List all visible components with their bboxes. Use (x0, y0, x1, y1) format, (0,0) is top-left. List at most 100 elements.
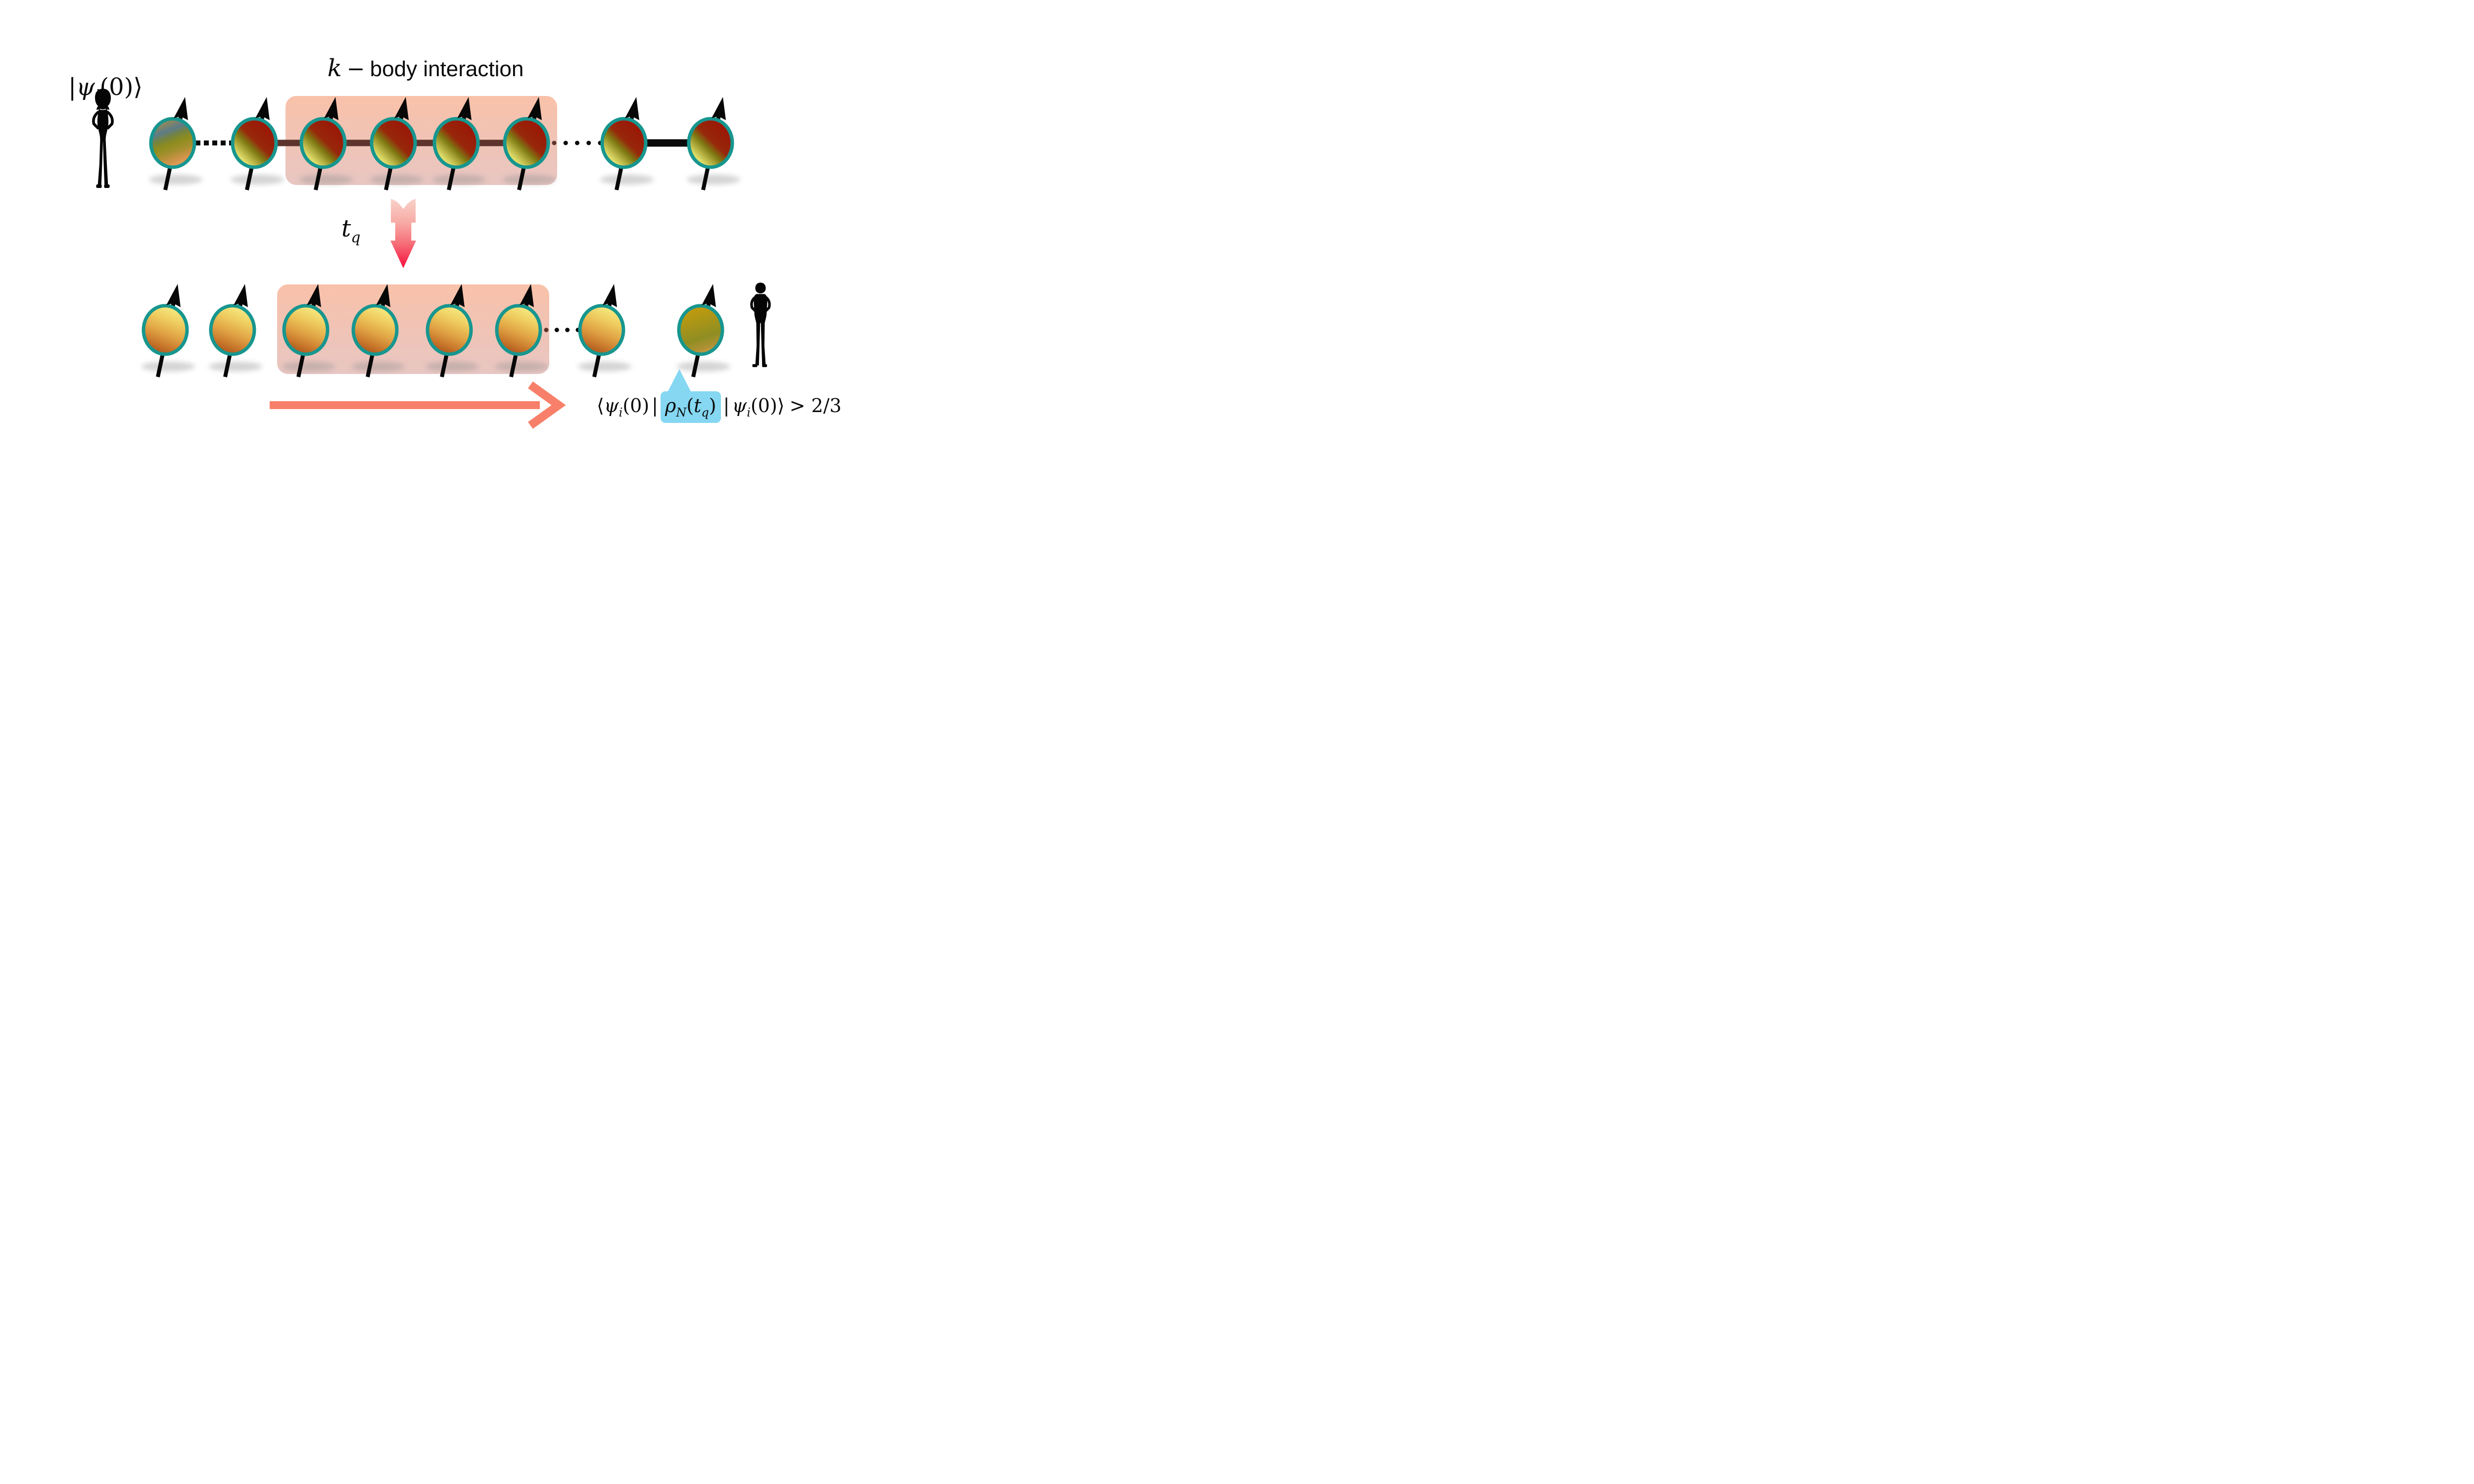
spin-shadow (351, 362, 405, 371)
spin-sphere (495, 304, 542, 356)
top-spin-chain (0, 0, 880, 495)
spin-arrow-head (625, 97, 639, 120)
spin-std (687, 97, 740, 190)
spin-shadow (142, 362, 195, 371)
formula-relation: > 2/3 (789, 395, 842, 417)
spin-warm (142, 284, 195, 377)
spin-sphere (426, 304, 473, 356)
spin-final (677, 284, 730, 377)
spin-sphere (600, 117, 648, 169)
spin-arrow-head (520, 284, 534, 307)
spin-std (600, 97, 654, 190)
ket-bar: | (68, 73, 77, 101)
spin-std (503, 97, 556, 190)
chain-link (552, 140, 557, 145)
spin-arrow-head (324, 97, 338, 120)
formula-psi-left: ψ (604, 395, 619, 417)
ket-close: ⟩ (777, 395, 785, 417)
formula-bar-right: | (723, 395, 730, 417)
chain-link (575, 140, 579, 145)
formula-psi-right: ψ (732, 395, 747, 417)
chain-link (565, 327, 570, 332)
spin-shadow (299, 175, 353, 185)
k-body-interaction-label: k−body interaction (302, 54, 549, 82)
ket-close: ⟩ (133, 73, 143, 101)
spin-shadow (600, 175, 654, 185)
spin-arrow-head (394, 97, 409, 120)
formula-bar-left: | (652, 395, 658, 417)
formula-psi-left-sub: i (618, 406, 623, 419)
spin-shadow (231, 175, 284, 185)
spin-sphere (432, 117, 480, 169)
spin-shadow (495, 362, 548, 371)
spin-arrow-head (702, 284, 716, 307)
spin-shadow (370, 175, 423, 185)
spin-shadow (209, 362, 262, 371)
measured-state-highlight: ρN(tq) (660, 369, 721, 423)
spin-warm (495, 284, 548, 377)
spin-arrow-head (527, 97, 542, 120)
spin-arrow-head (603, 284, 617, 307)
spin-arrow-head (457, 97, 472, 120)
spin-arrow-head (174, 97, 188, 120)
spin-std (370, 97, 423, 190)
rho-paren-open: ( (686, 395, 694, 417)
spin-sphere (677, 304, 724, 356)
rho-paren-close: ) (709, 395, 716, 417)
rho-symbol: ρ (665, 395, 676, 417)
spin-warm (282, 284, 335, 377)
tq-t: t (341, 215, 351, 242)
spin-sphere (209, 304, 256, 356)
spin-std (299, 97, 353, 190)
tq-sub: q (351, 229, 361, 246)
rho-time: t (694, 395, 702, 417)
psi-symbol: ψ (76, 73, 95, 101)
chain-link (563, 140, 568, 145)
spin-initial (149, 97, 202, 190)
spin-warm (351, 284, 405, 377)
spin-warm (578, 284, 631, 377)
spin-warm (209, 284, 262, 377)
minus-sign: − (346, 56, 365, 82)
spin-shadow (503, 175, 556, 185)
rho-time-sub: q (701, 406, 709, 419)
spin-sphere (687, 117, 734, 169)
quench-arrow-icon (390, 199, 416, 269)
woman-silhouette (92, 89, 114, 188)
spin-sphere (351, 304, 399, 356)
formula-psi-right-sub: i (747, 406, 751, 419)
spin-sphere (149, 117, 196, 169)
spin-arrow-head (450, 284, 465, 307)
chain-link (554, 327, 559, 332)
spin-shadow (149, 175, 202, 185)
spin-shadow (432, 175, 486, 185)
spin-sphere (370, 117, 417, 169)
chain-link (544, 327, 549, 332)
bottom-spin-chain (0, 0, 880, 495)
spin-sphere (503, 117, 550, 169)
spin-sphere (299, 117, 347, 169)
bra-open: ⟨ (597, 395, 604, 417)
spin-std (231, 97, 284, 190)
spin-arrow-head (234, 284, 248, 307)
spin-shadow (282, 362, 335, 371)
chain-link (586, 140, 591, 145)
spin-shadow (426, 362, 479, 371)
spin-arrow-head (307, 284, 321, 307)
spin-arrow-head (376, 284, 390, 307)
spin-shadow (687, 175, 740, 185)
k-body-text: body interaction (370, 57, 524, 81)
formula-psi-right-arg: (0) (750, 395, 777, 417)
spin-sphere (142, 304, 189, 356)
k-symbol: k (327, 54, 342, 82)
spin-sphere (282, 304, 330, 356)
spin-sphere (231, 117, 278, 169)
spin-arrow-head (712, 97, 726, 120)
spin-sphere (578, 304, 625, 356)
spin-shadow (578, 362, 631, 371)
man-silhouette (750, 282, 771, 368)
figure-canvas: tq |ψi(0)⟩ k−body interaction ⟨ψi(0)|ρN(… (0, 0, 880, 495)
time-evolution-arrow-icon (270, 381, 566, 429)
spin-arrow-head (166, 284, 181, 307)
rho-subscript: N (676, 406, 687, 419)
